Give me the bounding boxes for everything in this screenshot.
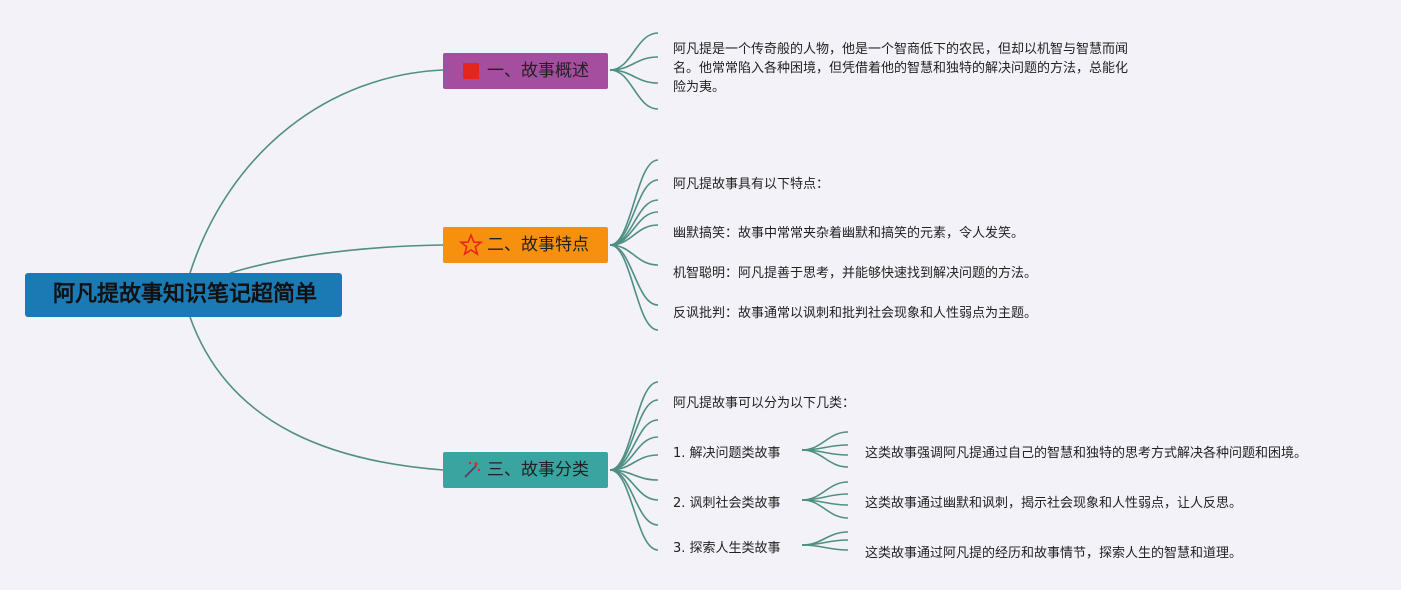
category-desc: 这类故事强调阿凡提通过自己的智慧和独特的思考方式解决各种问题和困境。 <box>865 446 1308 461</box>
overview-line: 阿凡提是一个传奇般的人物，他是一个智商低下的农民，但却以机智与智慧而闻 <box>673 42 1129 57</box>
branch-categories[interactable]: 三、故事分类 <box>443 452 608 488</box>
branch-features[interactable]: 二、故事特点 <box>443 227 608 263</box>
features-intro: 阿凡提故事具有以下特点： <box>673 177 830 192</box>
overview-line: 名。他常常陷入各种困境，但凭借着他的智慧和独特的解决问题的方法，总能化 <box>673 61 1129 76</box>
branch-features-label: 二、故事特点 <box>487 235 589 255</box>
branch-overview[interactable]: 一、故事概述 <box>443 53 608 89</box>
category-name: 3. 探索人生类故事 <box>673 541 781 556</box>
categories-intro: 阿凡提故事可以分为以下几类： <box>673 396 856 411</box>
root-node[interactable]: 阿凡提故事知识笔记超简单 <box>25 273 342 317</box>
star-icon <box>459 233 483 257</box>
sparkle-icon <box>459 458 483 482</box>
feature-item: 机智聪明：阿凡提善于思考，并能够快速找到解决问题的方法。 <box>673 266 1038 281</box>
overview-line: 险为夷。 <box>673 80 726 95</box>
category-desc: 这类故事通过阿凡提的经历和故事情节，探索人生的智慧和道理。 <box>865 546 1243 561</box>
feature-item: 幽默搞笑：故事中常常夹杂着幽默和搞笑的元素，令人发笑。 <box>673 226 1025 241</box>
branch-overview-label: 一、故事概述 <box>487 61 589 81</box>
red-square-icon <box>459 59 483 83</box>
feature-item: 反讽批判：故事通常以讽刺和批判社会现象和人性弱点为主题。 <box>673 306 1038 321</box>
root-title: 阿凡提故事知识笔记超简单 <box>52 282 317 307</box>
category-name: 2. 讽刺社会类故事 <box>673 496 781 511</box>
category-desc: 这类故事通过幽默和讽刺，揭示社会现象和人性弱点，让人反思。 <box>865 496 1243 511</box>
category-name: 1. 解决问题类故事 <box>673 446 781 461</box>
overview-text: 阿凡提是一个传奇般的人物，他是一个智商低下的农民，但却以机智与智慧而闻 名。他常… <box>673 40 1173 97</box>
branch-categories-label: 三、故事分类 <box>487 460 589 480</box>
